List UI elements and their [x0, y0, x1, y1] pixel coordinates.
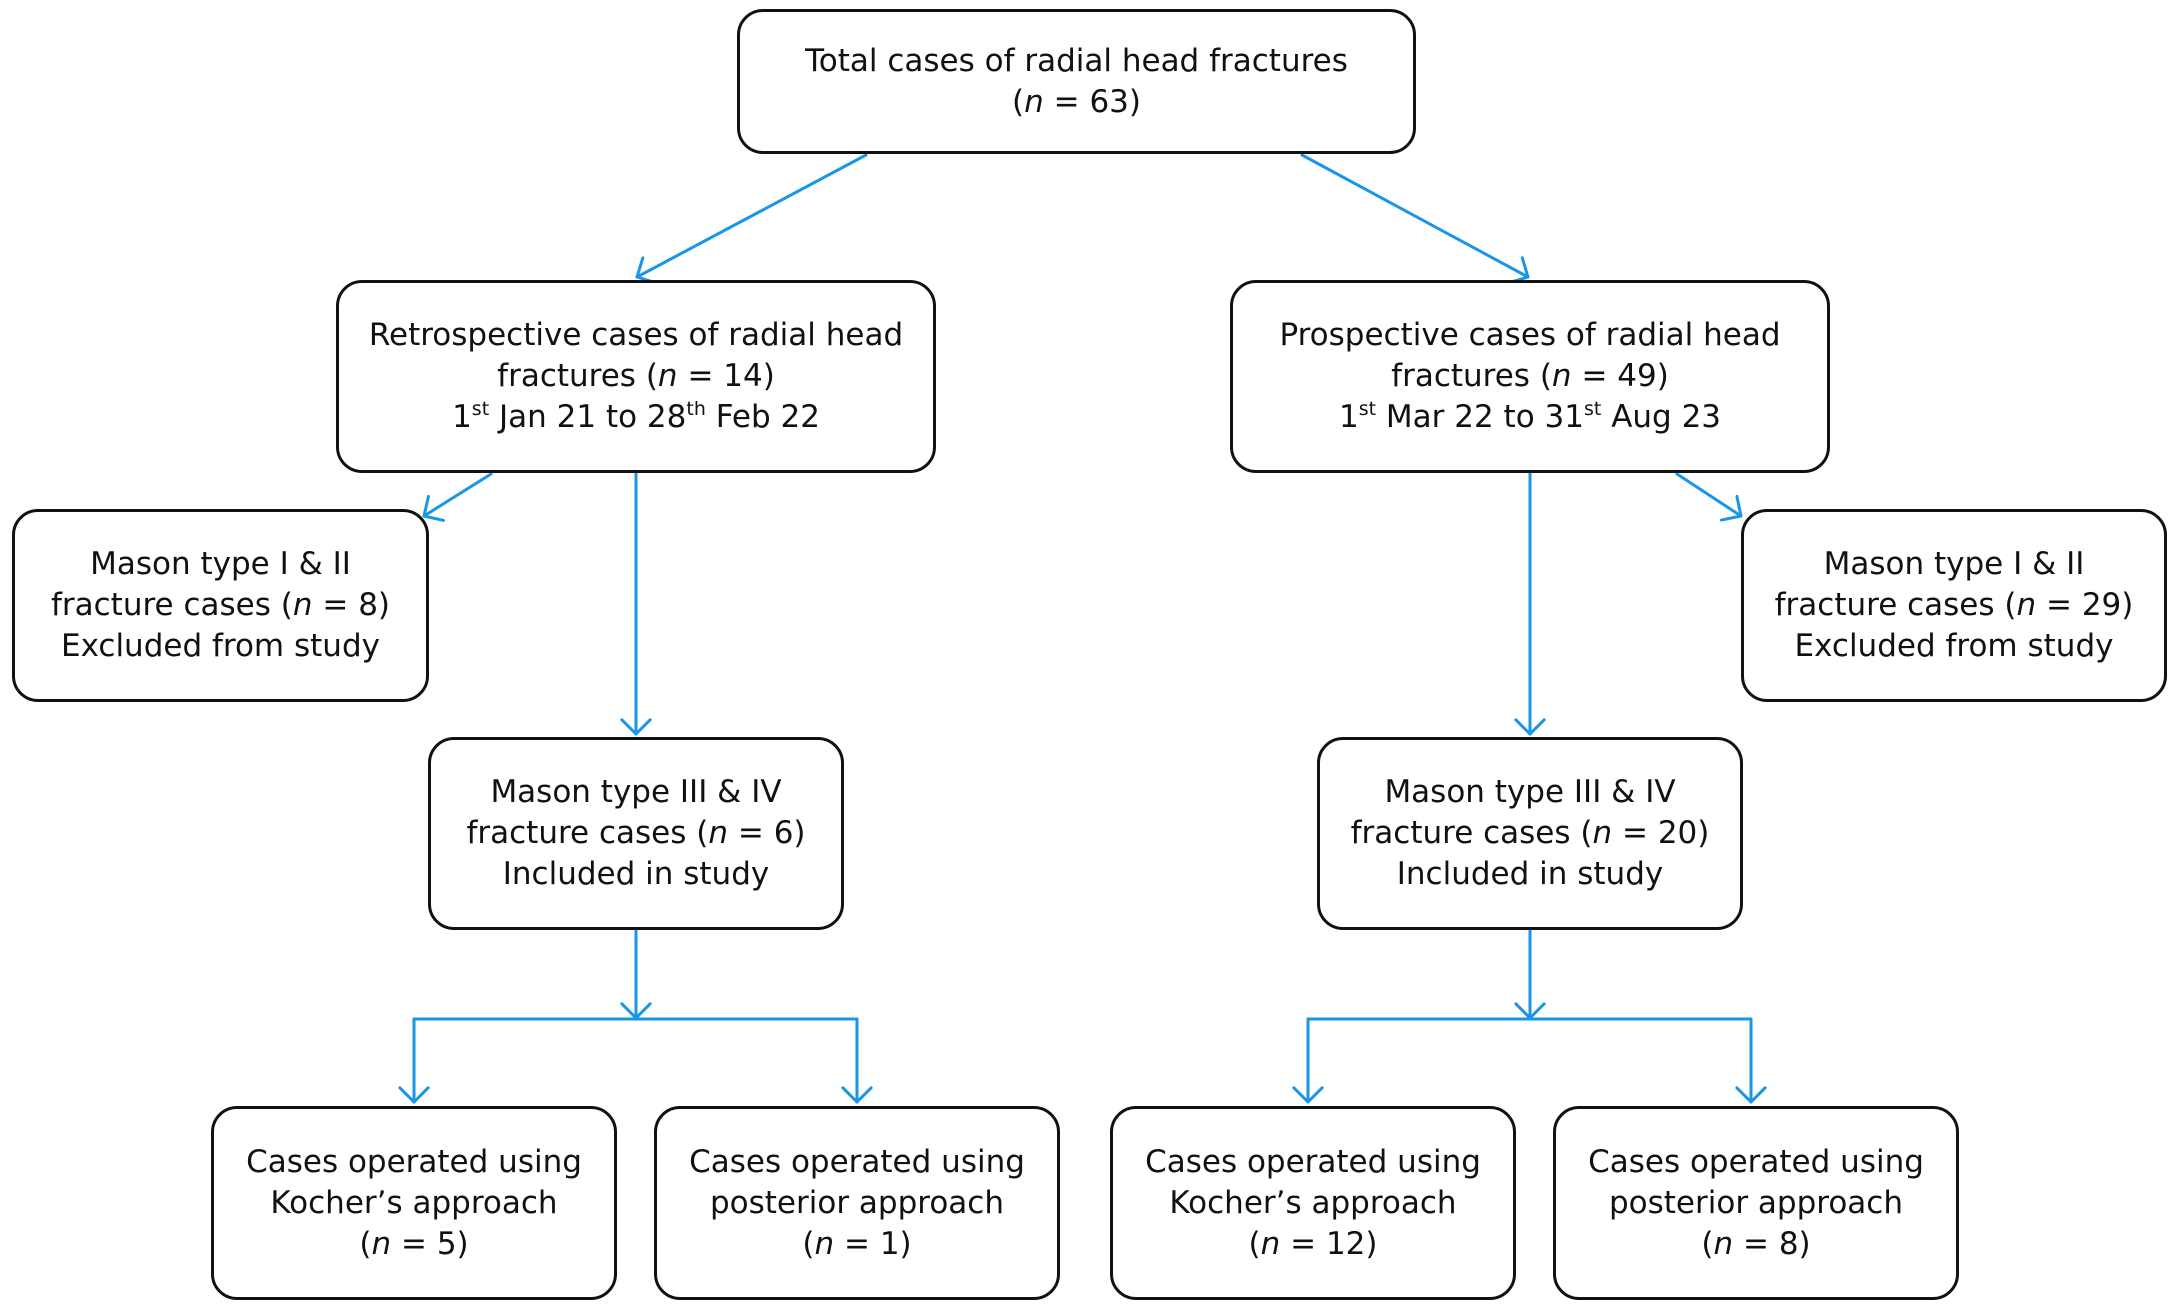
- n-symbol: n: [814, 1225, 835, 1262]
- prospective-excluded-count: fracture cases (n = 29): [1775, 585, 2134, 626]
- n-symbol: n: [1592, 815, 1613, 851]
- retrospective-excluded-type: Mason type I & II: [90, 546, 351, 582]
- n-symbol: n: [1024, 83, 1044, 120]
- retrospective-to-excluded-arrow-line: [422, 472, 493, 518]
- split-to-retrospective-posterior-arrow-arrowhead-icon: [841, 1086, 873, 1104]
- retrospective-included-count-value: = 6): [737, 815, 806, 851]
- retrospective-kocher-box: Cases operated using Kocher’s approach (…: [211, 1106, 617, 1300]
- date-end-suffix: th: [686, 398, 706, 420]
- date-start-day: 1: [452, 399, 472, 435]
- split-to-prospective-kocher-arrow-arrowhead-icon: [1292, 1086, 1324, 1104]
- n-symbol: n: [1260, 1225, 1281, 1262]
- retrospective-to-included-arrow-arrowhead-icon: [620, 718, 652, 736]
- retrospective-posterior-box: Cases operated using posterior approach …: [654, 1106, 1060, 1300]
- retrospective-excluded-box: Mason type I & II fracture cases (n = 8)…: [12, 509, 429, 702]
- retrospective-included-count: fracture cases (n = 6): [466, 813, 805, 854]
- retrospective-kocher-count-value: = 5): [400, 1225, 469, 1262]
- prospective-excluded-box: Mason type I & II fracture cases (n = 29…: [1741, 509, 2167, 702]
- prospective-date-range: 1st Mar 22 to 31st Aug 23: [1339, 397, 1721, 438]
- prospective-to-excluded-arrow-line: [1675, 472, 1743, 518]
- prospective-excluded-count-prefix: fracture cases (: [1774, 587, 2017, 623]
- retrospective-posterior-label: Cases operated using: [689, 1143, 1025, 1180]
- prospective-kocher-count: (n = 12): [1248, 1225, 1378, 1262]
- prospective-to-included-arrow-arrowhead-icon: [1514, 718, 1546, 736]
- prospective-posterior-approach: posterior approach: [1608, 1184, 1903, 1221]
- prospective-kocher-box: Cases operated using Kocher’s approach (…: [1110, 1106, 1516, 1300]
- prospective-title: Prospective cases of radial head: [1279, 317, 1781, 353]
- total-cases-title: Total cases of radial head fractures: [805, 42, 1348, 79]
- n-symbol: n: [1551, 358, 1572, 394]
- retrospective-included-count-prefix: fracture cases (: [466, 815, 709, 851]
- prospective-count: fractures (n = 49): [1391, 356, 1669, 397]
- retrospective-cases-box: Retrospective cases of radial head fract…: [336, 280, 936, 473]
- n-symbol: n: [657, 358, 678, 394]
- retrospective-to-excluded-arrow-arrowhead-icon: [422, 495, 445, 522]
- retrospective-posterior-count: (n = 1): [802, 1225, 912, 1262]
- retrospective-excluded-count-value: = 8): [322, 587, 391, 623]
- prospective-kocher-count-value: = 12): [1290, 1225, 1378, 1262]
- retrospective-kocher-approach: Kocher’s approach: [270, 1184, 558, 1221]
- prospective-included-box: Mason type III & IV fracture cases (n = …: [1317, 737, 1743, 930]
- prospective-kocher-label: Cases operated using: [1145, 1143, 1481, 1180]
- date-middle: Mar 22 to 31: [1385, 399, 1584, 435]
- retrospective-excluded-status: Excluded from study: [61, 628, 380, 664]
- retrospective-posterior-count-value: = 1): [843, 1225, 912, 1262]
- prospective-excluded-type: Mason type I & II: [1823, 546, 2085, 582]
- prospective-excluded-status: Excluded from study: [1794, 628, 2114, 664]
- n-symbol: n: [708, 815, 728, 851]
- retrospective-included-box: Mason type III & IV fracture cases (n = …: [428, 737, 844, 930]
- prospective-posterior-count: (n = 8): [1701, 1225, 1811, 1262]
- prospective-included-count: fracture cases (n = 20): [1351, 813, 1710, 854]
- retrospective-count-prefix: fractures (: [497, 358, 658, 394]
- total-cases-count-value: = 63): [1053, 83, 1141, 120]
- prospective-included-count-prefix: fracture cases (: [1350, 815, 1593, 851]
- retrospective-date-range: 1st Jan 21 to 28th Feb 22: [452, 397, 820, 438]
- total-cases-count: (n = 63): [1012, 83, 1141, 120]
- retrospective-title: Retrospective cases of radial head: [368, 317, 904, 353]
- retrospective-kocher-label: Cases operated using: [246, 1143, 582, 1180]
- date-end: Aug 23: [1611, 399, 1722, 435]
- retrospective-included-type: Mason type III & IV: [490, 774, 782, 810]
- prospective-included-status: Included in study: [1396, 856, 1664, 892]
- prospective-excluded-count-value: = 29): [2046, 587, 2134, 623]
- date-start-suffix: st: [1358, 398, 1377, 420]
- retrospective-count-value: = 14): [687, 358, 775, 394]
- n-symbol: n: [371, 1225, 392, 1262]
- retrospective-count: fractures (n = 14): [497, 356, 775, 397]
- prospective-count-value: = 49): [1581, 358, 1669, 394]
- date-end-suffix: st: [1583, 398, 1602, 420]
- prospective-included-count-value: = 20): [1622, 815, 1710, 851]
- prospective-cases-box: Prospective cases of radial head fractur…: [1230, 280, 1830, 473]
- total-cases-box: Total cases of radial head fractures (n …: [737, 9, 1416, 154]
- retrospective-posterior-approach: posterior approach: [709, 1184, 1004, 1221]
- retrospective-included-status: Included in study: [502, 856, 770, 892]
- date-middle: Jan 21 to 28: [499, 399, 687, 435]
- n-symbol: n: [1713, 1225, 1734, 1262]
- retrospective-excluded-count-prefix: fracture cases (: [50, 587, 293, 623]
- retrospective-excluded-count: fracture cases (n = 8): [51, 585, 390, 626]
- n-symbol: n: [292, 587, 313, 623]
- prospective-to-excluded-arrow-arrowhead-icon: [1719, 494, 1743, 522]
- split-to-prospective-posterior-arrow-arrowhead-icon: [1735, 1086, 1767, 1104]
- prospective-posterior-label: Cases operated using: [1588, 1143, 1924, 1180]
- prospective-count-prefix: fractures (: [1391, 358, 1552, 394]
- date-start-suffix: st: [471, 398, 490, 420]
- date-start-day: 1: [1338, 399, 1359, 435]
- split-to-retrospective-kocher-arrow-arrowhead-icon: [398, 1086, 430, 1104]
- total-to-retrospective-arrow-line: [635, 153, 868, 279]
- prospective-posterior-count-value: = 8): [1742, 1225, 1811, 1262]
- prospective-included-type: Mason type III & IV: [1384, 774, 1676, 810]
- date-end: Feb 22: [715, 399, 820, 435]
- retrospective-kocher-count: (n = 5): [359, 1225, 469, 1262]
- prospective-posterior-box: Cases operated using posterior approach …: [1553, 1106, 1959, 1300]
- prospective-kocher-approach: Kocher’s approach: [1169, 1184, 1457, 1221]
- total-to-prospective-arrow-line: [1300, 153, 1530, 279]
- n-symbol: n: [2016, 587, 2037, 623]
